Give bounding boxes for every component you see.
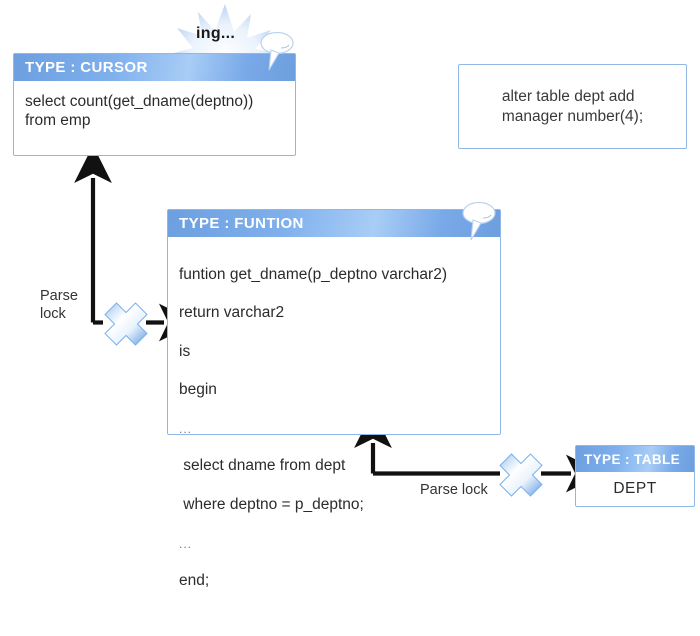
- code-line: return varchar2: [179, 304, 285, 322]
- cursor-type-box[interactable]: TYPE : CURSOR select count(get_dname(dep…: [13, 53, 296, 156]
- code-line: funtion get_dname(p_deptno varchar2): [179, 266, 447, 284]
- cross-x-icon[interactable]: [498, 452, 544, 498]
- cursor-box-header: TYPE : CURSOR: [14, 54, 295, 81]
- code-line-ellipsis: ...: [179, 422, 193, 437]
- funtion-box-title: TYPE : FUNTION: [179, 215, 304, 232]
- cross-x-icon[interactable]: [103, 301, 149, 347]
- code-line: select dname from dept: [179, 457, 346, 475]
- table-box-title: TYPE : TABLE: [584, 451, 681, 467]
- parse-lock-label-left: Parse lock: [40, 288, 78, 322]
- code-line-ellipsis: ...: [179, 536, 193, 551]
- code-line: end;: [179, 571, 210, 589]
- funtion-type-box[interactable]: TYPE : FUNTION funtion get_dname(p_deptn…: [167, 209, 501, 589]
- speech-bubble-pin-icon: [260, 31, 294, 71]
- parse-lock-label-bottom: Parse lock: [420, 482, 488, 498]
- cursor-box-code: select count(get_dname(deptno)) from emp: [25, 93, 254, 130]
- table-box-name: DEPT: [613, 480, 657, 498]
- funtion-box-header: TYPE : FUNTION: [168, 210, 500, 237]
- funtion-box-code: funtion get_dname(p_deptno varchar2) ret…: [168, 237, 500, 636]
- alter-statement-box[interactable]: alter table dept add manager number(4);: [458, 64, 687, 149]
- code-line: is: [179, 342, 191, 360]
- code-line: where deptno = p_deptno;: [179, 495, 364, 513]
- cursor-box-title: TYPE : CURSOR: [25, 59, 148, 76]
- burst-label: ing...: [196, 25, 236, 42]
- table-type-box[interactable]: TYPE : TABLE DEPT: [575, 445, 695, 507]
- speech-bubble-pin-icon: [462, 201, 496, 241]
- diagram-canvas: ing... TYPE : CURSOR select count(get_dn…: [13, 4, 695, 589]
- alter-statement-code: alter table dept add manager number(4);: [501, 87, 644, 125]
- code-line: begin: [179, 380, 217, 398]
- table-box-header: TYPE : TABLE: [576, 446, 694, 472]
